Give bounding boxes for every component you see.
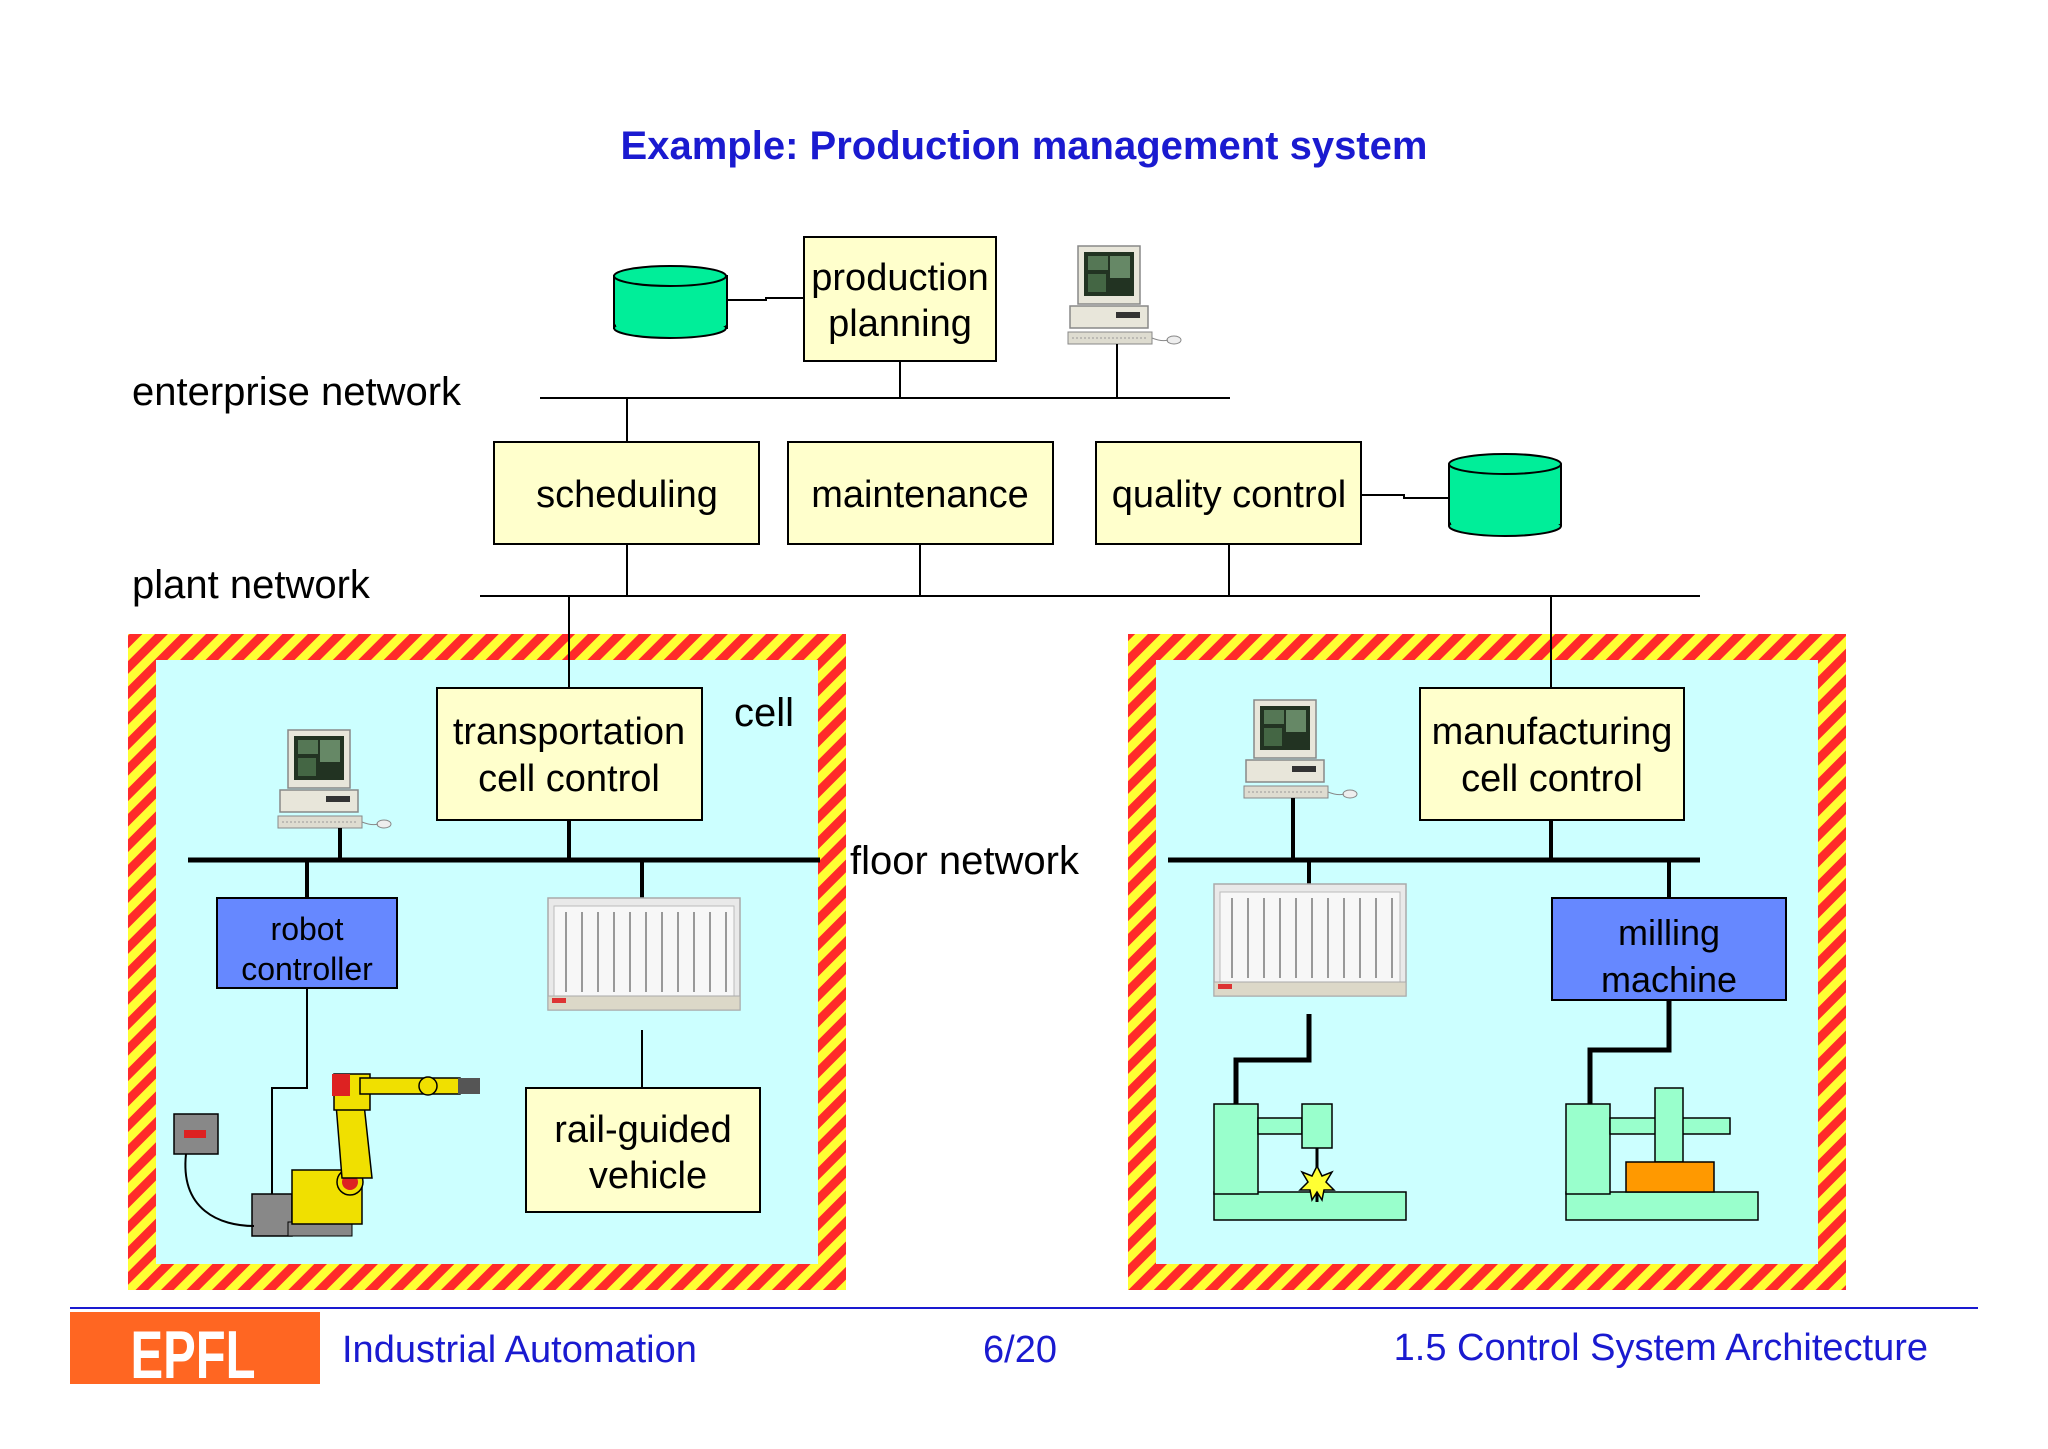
- svg-text:cell control: cell control: [1461, 758, 1643, 800]
- svg-text:machine: machine: [1601, 959, 1737, 1000]
- scheduling-box: scheduling: [493, 441, 760, 545]
- footer-section: 1.5 Control System Architecture: [1394, 1327, 1928, 1369]
- svg-text:robot: robot: [271, 911, 344, 947]
- svg-text:rail-guided: rail-guided: [554, 1109, 731, 1151]
- svg-text:transportation: transportation: [453, 711, 685, 753]
- computer-icon: [1067, 245, 1182, 345]
- svg-text:maintenance: maintenance: [811, 474, 1029, 516]
- robot-controller-box: robot controller: [216, 897, 398, 989]
- plc-rack-icon: [1213, 883, 1407, 997]
- transportation-cell-control-box: transportation cell control: [436, 687, 703, 821]
- milling-machine-box: milling machine: [1551, 897, 1787, 1001]
- svg-text:manufacturing: manufacturing: [1432, 711, 1673, 753]
- robot-arm-icon: [251, 1073, 480, 1237]
- production-planning-line1: production: [811, 257, 988, 299]
- slide-title: Example: Production management system: [621, 124, 1428, 168]
- milling-machine-icon: [1565, 1087, 1759, 1221]
- svg-text:quality control: quality control: [1112, 474, 1346, 516]
- floor-network-label: floor network: [850, 839, 1080, 883]
- plant-network-label: plant network: [132, 563, 371, 607]
- enterprise-network-label: enterprise network: [132, 370, 462, 414]
- svg-text:scheduling: scheduling: [536, 474, 718, 516]
- svg-text:cell control: cell control: [478, 758, 660, 800]
- footer-page-number: 6/20: [983, 1329, 1057, 1371]
- footer-course: Industrial Automation: [342, 1329, 697, 1371]
- production-planning-line2: planning: [828, 303, 972, 345]
- svg-text:controller: controller: [241, 951, 373, 987]
- rail-guided-vehicle-box: rail-guided vehicle: [525, 1087, 761, 1213]
- database-icon: [1448, 453, 1562, 537]
- cell-label: cell: [734, 691, 794, 735]
- epfl-logo: EPFL: [70, 1312, 320, 1393]
- maintenance-box: maintenance: [787, 441, 1054, 545]
- plc-rack-icon: [547, 897, 741, 1011]
- svg-text:vehicle: vehicle: [589, 1155, 707, 1197]
- svg-text:EPFL: EPFL: [130, 1316, 255, 1393]
- manufacturing-cell-control-box: manufacturing cell control: [1419, 687, 1685, 821]
- quality-control-box: quality control: [1095, 441, 1362, 545]
- teach-pendant-icon: [173, 1113, 255, 1227]
- svg-text:milling: milling: [1618, 912, 1720, 953]
- production-planning-box: production planning: [803, 236, 997, 362]
- welding-machine-icon: [1213, 1103, 1407, 1221]
- database-icon: [613, 265, 728, 339]
